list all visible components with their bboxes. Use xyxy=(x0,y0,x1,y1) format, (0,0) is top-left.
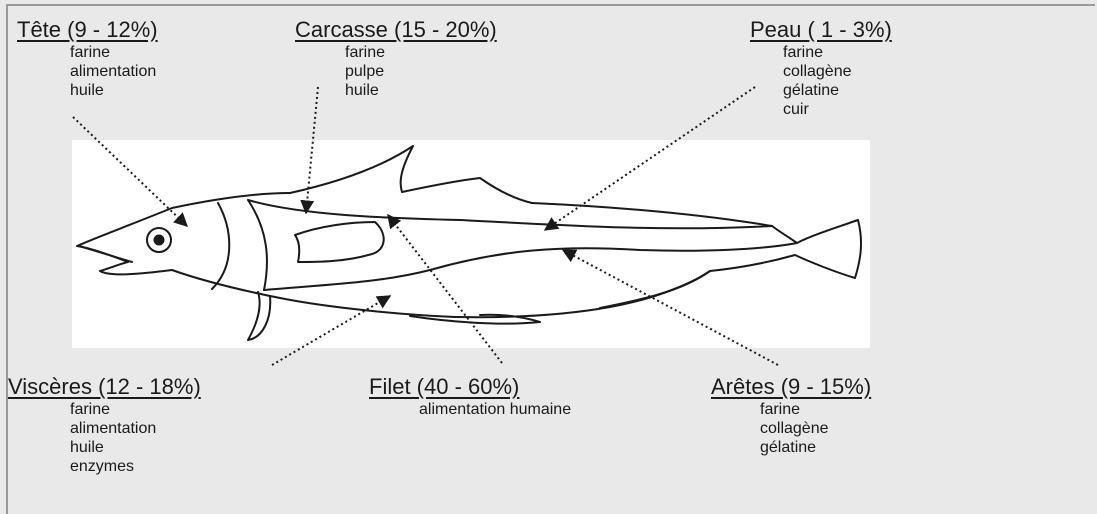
filet-arrow xyxy=(388,215,502,363)
first-dorsal-fin xyxy=(290,146,413,193)
use-item: farine xyxy=(345,43,497,62)
aretes-arrow xyxy=(563,250,778,365)
section-tete: Tête (9 - 12%) farine alimentation huile xyxy=(17,17,158,100)
mouth xyxy=(79,246,132,262)
use-item: pulpe xyxy=(345,62,497,81)
second-dorsal-fin xyxy=(402,178,532,203)
section-title: Arêtes (9 - 15%) xyxy=(711,374,871,400)
section-title: Peau ( 1 - 3%) xyxy=(750,17,892,43)
section-aretes: Arêtes (9 - 15%) farine collagène gélati… xyxy=(711,374,871,457)
section-peau: Peau ( 1 - 3%) farine collagène gélatine… xyxy=(750,17,892,119)
uses-list: farine alimentation huile xyxy=(70,43,158,100)
section-visceres: Viscères (12 - 18%) farine alimentation … xyxy=(8,374,201,476)
use-item: farine xyxy=(70,400,201,419)
uses-list: farine alimentation huile enzymes xyxy=(70,400,201,476)
use-item: gélatine xyxy=(783,81,892,100)
gill-edge xyxy=(248,200,267,290)
section-title: Filet (40 - 60%) xyxy=(369,374,571,400)
gill-cover xyxy=(212,203,229,289)
use-item: collagène xyxy=(783,62,892,81)
use-item: farine xyxy=(760,400,871,419)
pectoral-fin xyxy=(295,222,384,262)
uses-list: alimentation humaine xyxy=(419,400,571,419)
section-title: Viscères (12 - 18%) xyxy=(8,374,201,400)
use-item: farine xyxy=(783,43,892,62)
section-carcasse: Carcasse (15 - 20%) farine pulpe huile xyxy=(295,17,497,100)
use-item: huile xyxy=(70,438,201,457)
carcasse-arrow xyxy=(306,87,318,213)
use-item: huile xyxy=(345,81,497,100)
lateral-line xyxy=(248,200,772,228)
use-item: alimentation humaine xyxy=(419,400,571,419)
fish-body xyxy=(77,193,861,317)
use-item: huile xyxy=(70,81,158,100)
uses-list: farine pulpe huile xyxy=(345,43,497,100)
use-item: farine xyxy=(70,43,158,62)
use-item: collagène xyxy=(760,419,871,438)
uses-list: farine collagène gélatine cuir xyxy=(783,43,892,119)
use-item: enzymes xyxy=(70,457,201,476)
belly-line xyxy=(264,243,797,290)
use-item: alimentation xyxy=(70,419,201,438)
use-item: alimentation xyxy=(70,62,158,81)
use-item: cuir xyxy=(783,100,892,119)
uses-list: farine collagène gélatine xyxy=(760,400,871,457)
section-title: Tête (9 - 12%) xyxy=(17,17,158,43)
section-filet: Filet (40 - 60%) alimentation humaine xyxy=(369,374,571,419)
eye-pupil xyxy=(154,235,165,246)
pelvic-fin xyxy=(248,292,270,340)
peau-arrow xyxy=(545,87,755,230)
use-item: gélatine xyxy=(760,438,871,457)
second-anal-fin xyxy=(600,271,710,308)
section-title: Carcasse (15 - 20%) xyxy=(295,17,497,43)
